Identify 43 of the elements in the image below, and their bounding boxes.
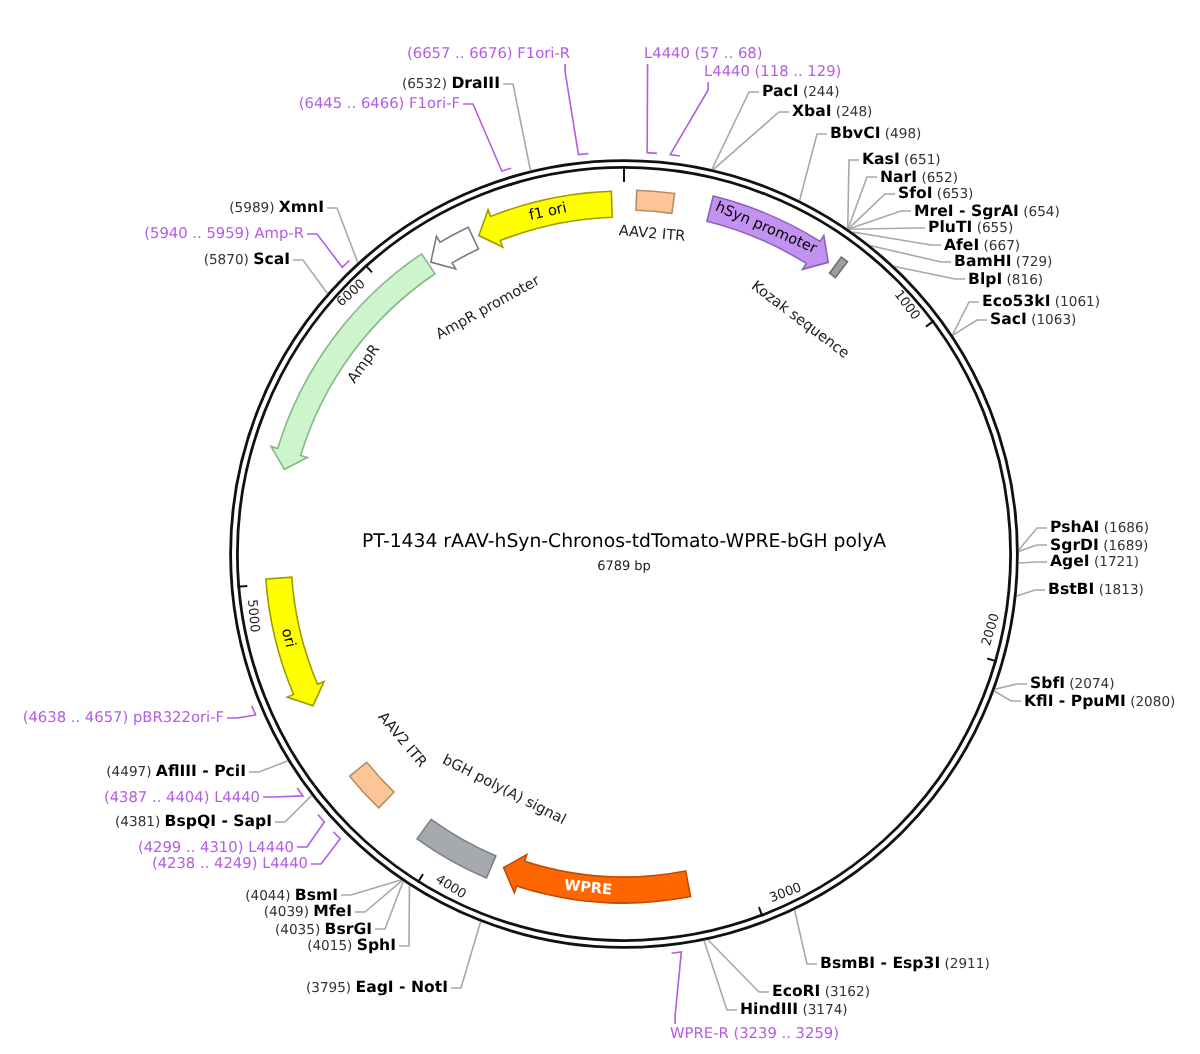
leader-line xyxy=(952,319,988,336)
leader-line xyxy=(354,879,403,913)
leader-line xyxy=(462,103,512,172)
leader-line xyxy=(564,63,590,156)
leader-line xyxy=(951,301,980,336)
leader-line xyxy=(712,111,790,171)
leader-line xyxy=(296,813,326,848)
leader-line xyxy=(852,231,942,246)
leader-line xyxy=(340,879,402,896)
leader-line xyxy=(306,233,351,269)
leader-line xyxy=(793,909,818,965)
leader-line xyxy=(993,690,1022,702)
map-title: PT-1434 rAAV-hSyn-Chronos-tdTomato-WPRE-bGH polyA xyxy=(361,531,887,553)
leader-line xyxy=(374,880,404,930)
leader-line xyxy=(1018,544,1048,553)
leader-line xyxy=(646,63,658,155)
leader-line xyxy=(326,207,359,264)
leader-line xyxy=(398,884,411,947)
leader-line xyxy=(668,81,709,157)
leader-line xyxy=(248,760,289,773)
leader-line xyxy=(894,265,966,280)
leader-line xyxy=(226,705,257,719)
leader-line xyxy=(703,940,738,1011)
leader-line xyxy=(292,259,329,295)
leader-line xyxy=(847,210,912,230)
leader-line xyxy=(502,83,532,172)
leader-line xyxy=(846,159,860,230)
leader-line xyxy=(274,794,313,823)
leader-line xyxy=(870,244,952,263)
leader-line xyxy=(848,227,926,231)
leader-line xyxy=(847,193,896,230)
leader-line xyxy=(994,683,1028,690)
leader-line xyxy=(711,91,760,170)
leader-line xyxy=(262,787,305,798)
leader-line xyxy=(1018,561,1048,564)
leader-line xyxy=(670,950,683,1025)
leader-line xyxy=(450,921,482,989)
leader-line xyxy=(798,133,828,201)
leader-line xyxy=(310,830,342,865)
leader-line xyxy=(1018,527,1048,551)
leader-line xyxy=(847,176,878,230)
leader-line xyxy=(1015,589,1046,597)
leader-line xyxy=(707,939,770,993)
